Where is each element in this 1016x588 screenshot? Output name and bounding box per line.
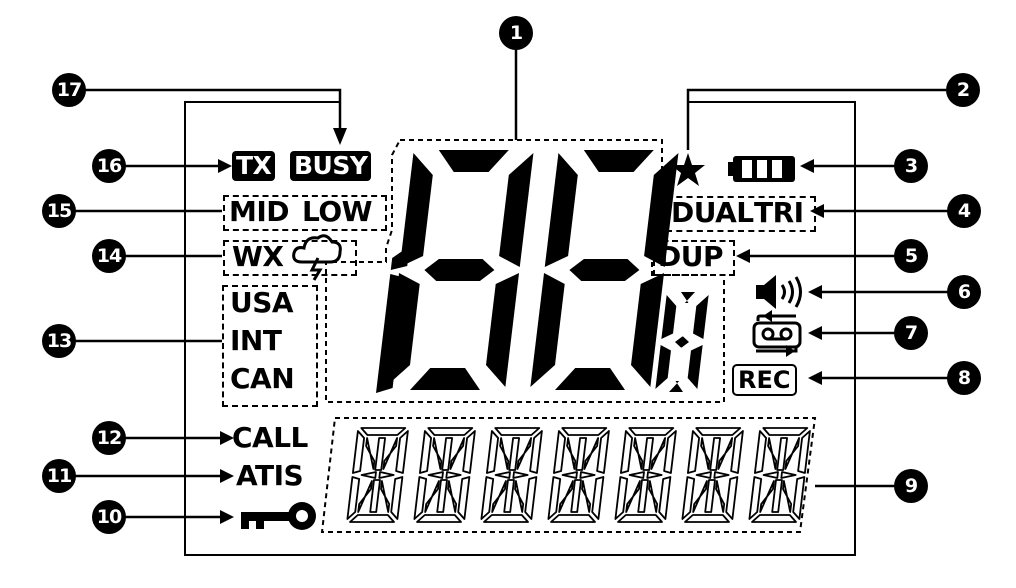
alphanumeric-char <box>480 427 543 523</box>
arrowhead-7 <box>808 326 822 340</box>
leader-line-17 <box>85 88 342 133</box>
alphanumeric-char-segments <box>614 427 677 523</box>
alphanumeric-display-region <box>320 417 817 533</box>
channel-group-box <box>222 285 318 407</box>
rec-indicator: REC <box>732 364 797 396</box>
arrowhead-10 <box>220 510 234 524</box>
callout-4: 4 <box>947 194 981 228</box>
dualwatch-box <box>666 196 816 232</box>
callout-3: 3 <box>894 149 928 183</box>
alphanumeric-char-segments <box>681 427 744 523</box>
channel-digit-2-segment-b <box>499 153 534 267</box>
arrowhead-16 <box>218 159 232 173</box>
channel-digit-3-segment-a <box>583 150 654 172</box>
alphanumeric-char <box>614 427 677 523</box>
alphanumeric-char <box>413 427 476 523</box>
weather-channel-label: WX <box>232 240 284 273</box>
callout-10: 10 <box>92 500 126 534</box>
small-digit-segment-c <box>687 345 703 389</box>
channel-digit-2-segment-c <box>486 273 520 387</box>
duplex-label: DUP <box>658 240 724 273</box>
weather-box <box>223 240 357 276</box>
speaker-icon <box>756 275 802 309</box>
int-channel-label: INT <box>230 324 282 357</box>
alphanumeric-char <box>547 427 610 523</box>
star-icon <box>671 153 705 186</box>
mid-power-label: MID <box>229 195 290 228</box>
small-digit-segment-f <box>661 295 677 339</box>
channel-digit-3-segment-g <box>569 259 640 281</box>
alphanumeric-char-segments <box>346 427 409 523</box>
arrowhead-4 <box>810 204 824 218</box>
callout-17: 17 <box>52 73 86 107</box>
small-digit-segment-a <box>681 292 695 303</box>
cassette-loop-icon <box>752 310 802 357</box>
channel-digit-2-segment-g <box>424 259 495 281</box>
channel-digit-3-segment-b <box>644 153 679 267</box>
callout-7: 7 <box>894 316 928 350</box>
callout-6: 6 <box>947 275 981 309</box>
callout-11: 11 <box>42 459 76 493</box>
can-channel-label: CAN <box>230 362 295 395</box>
key-icon <box>241 502 316 530</box>
channel-digit-2-segment-e <box>385 273 420 387</box>
busy-indicator: BUSY <box>290 151 372 181</box>
alphanumeric-char-segments <box>413 427 476 523</box>
arrowhead-12 <box>220 431 234 445</box>
alphanumeric-char <box>748 427 811 523</box>
channel-digit-2-segment-f <box>399 153 433 267</box>
callout-15: 15 <box>42 194 76 228</box>
arrowhead-6 <box>808 285 822 299</box>
arrowhead-11 <box>220 469 234 483</box>
callout-16: 16 <box>92 149 126 183</box>
call-channel-label: CALL <box>232 421 308 454</box>
alphanumeric-char-segments <box>748 427 811 523</box>
tripwatch-label: TRI <box>754 196 804 229</box>
arrowhead-3 <box>800 159 814 173</box>
leader-line-2 <box>686 88 946 150</box>
arrowhead-17 <box>333 128 347 145</box>
arrowhead-8 <box>808 371 822 385</box>
small-digit-segment-e <box>655 345 671 389</box>
channel-digit-3-segment-d <box>555 368 625 390</box>
callout-12: 12 <box>92 421 126 455</box>
alphanumeric-char <box>681 427 744 523</box>
callout-2: 2 <box>946 73 980 107</box>
callout-1: 1 <box>499 16 533 50</box>
lcd-frame <box>184 101 856 556</box>
usa-channel-label: USA <box>230 286 294 319</box>
channel-digit-2-segment-d <box>410 368 480 390</box>
channel-digit-3-segment-e <box>530 273 565 387</box>
small-digit-segment-g <box>675 336 689 348</box>
alphanumeric-char <box>346 427 409 523</box>
power-level-box <box>223 195 387 231</box>
alphanumeric-display <box>346 427 811 523</box>
tx-indicator: TX <box>232 151 276 181</box>
alphanumeric-char-segments <box>547 427 610 523</box>
callout-13: 13 <box>42 324 76 358</box>
duplex-box <box>653 240 735 276</box>
small-digit-segment-d <box>669 381 683 392</box>
callout-14: 14 <box>92 239 126 273</box>
channel-digits <box>376 150 709 393</box>
arrowhead-5 <box>736 249 750 263</box>
battery-icon <box>728 156 795 182</box>
channel-digit-3-segment-c <box>631 273 665 387</box>
channel-digit-3-segment-f <box>544 153 578 267</box>
alphanumeric-char-segments <box>480 427 543 523</box>
atis-label: ATIS <box>236 459 304 492</box>
callout-5: 5 <box>894 239 928 273</box>
channel-digit-2-segment-a <box>438 150 509 172</box>
callout-8: 8 <box>947 361 981 395</box>
low-power-label: LOW <box>302 195 373 228</box>
dualwatch-label: DUAL <box>671 196 754 229</box>
callout-9: 9 <box>894 469 928 503</box>
small-digit-segment-b <box>693 295 709 339</box>
